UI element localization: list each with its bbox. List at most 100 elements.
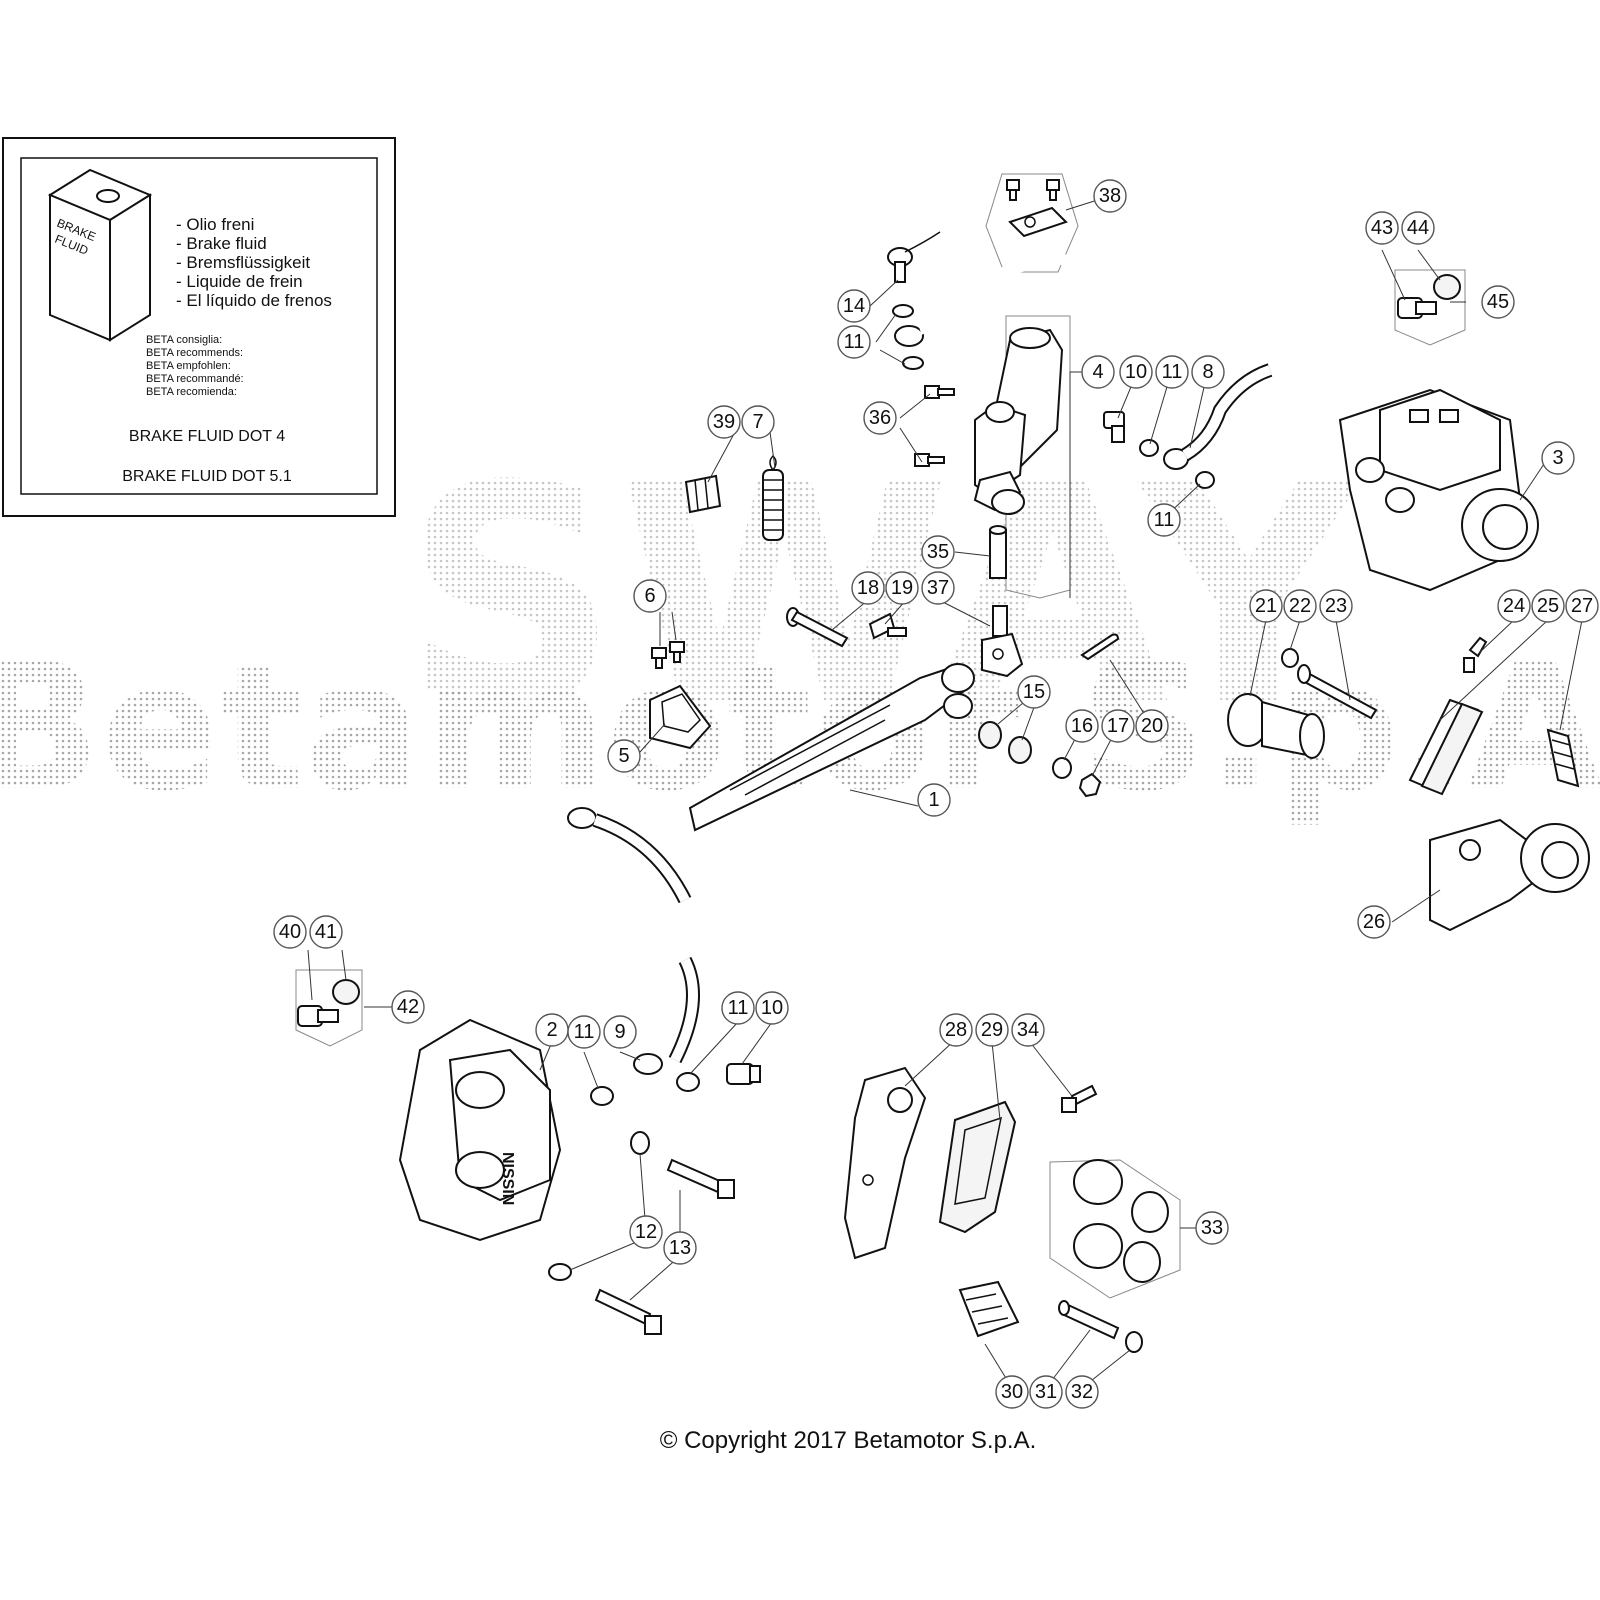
copyright: © Copyright 2017 Betamotor S.p.A.: [660, 1427, 1037, 1454]
callout-10-b[interactable]: 10: [755, 991, 789, 1025]
part-24-bleeder: [1463, 636, 1488, 673]
callout-5[interactable]: 5: [607, 739, 641, 773]
part-14-banjo-bolt: [887, 231, 941, 283]
callout-43[interactable]: 43: [1365, 211, 1399, 245]
svg-text:38: 38: [1099, 185, 1121, 207]
svg-text:11: 11: [844, 331, 865, 353]
part-30-pad-spring: [958, 1280, 1020, 1338]
svg-text:26: 26: [1363, 911, 1385, 933]
callout-9[interactable]: 9: [603, 1015, 637, 1049]
callout-30[interactable]: 30: [995, 1375, 1029, 1409]
part-38-reservoir-cover: [985, 173, 1079, 273]
recommends-it: BETA consiglia:: [146, 334, 222, 346]
callout-6[interactable]: 6: [633, 579, 667, 613]
callout-38[interactable]: 38: [1093, 179, 1127, 213]
callout-41[interactable]: 41: [309, 915, 343, 949]
fluid-dot4: BRAKE FLUID DOT 4: [129, 428, 285, 445]
callout-11-a[interactable]: 11: [837, 325, 871, 359]
svg-text:27: 27: [1571, 595, 1593, 617]
callout-11-c[interactable]: 11: [1147, 503, 1181, 537]
part-11-washer-a: [892, 304, 914, 318]
svg-text:5: 5: [618, 745, 629, 767]
callout-32[interactable]: 32: [1065, 1375, 1099, 1409]
svg-text:37: 37: [927, 577, 949, 599]
part-5-brake-pedal-tip: [649, 684, 712, 750]
callout-11-e[interactable]: 11: [721, 991, 755, 1025]
svg-text:11: 11: [1154, 509, 1175, 531]
callout-34[interactable]: 34: [1011, 1013, 1045, 1047]
svg-text:24: 24: [1503, 595, 1525, 617]
callout-23[interactable]: 23: [1319, 589, 1353, 623]
recommends-en: BETA recommends:: [146, 347, 243, 359]
callout-11-b[interactable]: 11: [1155, 355, 1189, 389]
callout-17[interactable]: 17: [1101, 709, 1135, 743]
part-15-bearing-a: [978, 721, 1002, 749]
callout-2[interactable]: 2: [535, 1013, 569, 1047]
part-12-washer-a: [630, 1131, 650, 1155]
callout-35[interactable]: 35: [921, 535, 955, 569]
svg-text:8: 8: [1202, 361, 1213, 383]
svg-text:18: 18: [857, 577, 879, 599]
callout-15[interactable]: 15: [1017, 675, 1051, 709]
callout-13[interactable]: 13: [663, 1231, 697, 1265]
svg-text:14: 14: [843, 295, 865, 317]
callout-25[interactable]: 25: [1531, 589, 1565, 623]
part-22-bushing: [1281, 648, 1299, 668]
callout-33[interactable]: 33: [1195, 1211, 1229, 1245]
part-15-bearing-b: [1008, 736, 1032, 764]
callout-11-d[interactable]: 11: [567, 1015, 601, 1049]
svg-text:44: 44: [1407, 217, 1429, 239]
svg-text:39: 39: [713, 411, 735, 433]
callout-39[interactable]: 39: [707, 405, 741, 439]
callout-3[interactable]: 3: [1541, 441, 1575, 475]
callout-24[interactable]: 24: [1497, 589, 1531, 623]
svg-text:15: 15: [1023, 681, 1045, 703]
callout-20[interactable]: 20: [1135, 709, 1169, 743]
callout-10-a[interactable]: 10: [1119, 355, 1153, 389]
callout-28[interactable]: 28: [939, 1013, 973, 1047]
part-13-bolt-a: [666, 1158, 735, 1199]
svg-text:11: 11: [728, 997, 749, 1019]
fluid-name-en: - Brake fluid: [176, 234, 267, 253]
part-36-screws: [914, 385, 955, 467]
svg-text:34: 34: [1017, 1019, 1039, 1041]
svg-text:19: 19: [891, 577, 913, 599]
callout-1[interactable]: 1: [917, 783, 951, 817]
svg-text:2: 2: [546, 1019, 557, 1041]
callout-37[interactable]: 37: [921, 571, 955, 605]
callout-27[interactable]: 27: [1565, 589, 1599, 623]
callout-26[interactable]: 26: [1357, 905, 1391, 939]
callout-4[interactable]: 4: [1081, 355, 1115, 389]
part-7-return-spring: [762, 454, 784, 541]
callout-44[interactable]: 44: [1401, 211, 1435, 245]
recommends-fr: BETA recommandé:: [146, 373, 244, 385]
callout-8[interactable]: 8: [1191, 355, 1225, 389]
callout-12[interactable]: 12: [629, 1215, 663, 1249]
part-42-bleed-screw-set: [295, 969, 363, 1047]
callout-19[interactable]: 19: [885, 571, 919, 605]
callout-18[interactable]: 18: [851, 571, 885, 605]
fluid-name-it: - Olio freni: [176, 215, 254, 234]
part-11-washer-c: [1139, 439, 1159, 457]
callout-42[interactable]: 42: [391, 990, 425, 1024]
callout-16[interactable]: 16: [1065, 709, 1099, 743]
callout-7[interactable]: 7: [741, 405, 775, 439]
svg-text:22: 22: [1289, 595, 1311, 617]
callout-29[interactable]: 29: [975, 1013, 1009, 1047]
svg-text:32: 32: [1071, 1381, 1093, 1403]
hose-upper: [894, 250, 1126, 347]
callout-36[interactable]: 36: [863, 401, 897, 435]
callout-31[interactable]: 31: [1029, 1375, 1063, 1409]
svg-text:28: 28: [945, 1019, 967, 1041]
callout-45[interactable]: 45: [1481, 285, 1515, 319]
callout-21[interactable]: 21: [1249, 589, 1283, 623]
callout-40[interactable]: 40: [273, 915, 307, 949]
brake-fluid-can-icon: BRAKE FLUID: [47, 168, 153, 342]
callout-14[interactable]: 14: [837, 289, 871, 323]
part-45-bleed-screw-set: [1394, 269, 1466, 346]
brake-fluid-info-box: BRAKE FLUID - Olio freni - Brake fluid -…: [2, 137, 396, 517]
svg-text:41: 41: [315, 921, 337, 943]
svg-text:21: 21: [1255, 595, 1277, 617]
svg-text:10: 10: [1125, 361, 1147, 383]
callout-22[interactable]: 22: [1283, 589, 1317, 623]
